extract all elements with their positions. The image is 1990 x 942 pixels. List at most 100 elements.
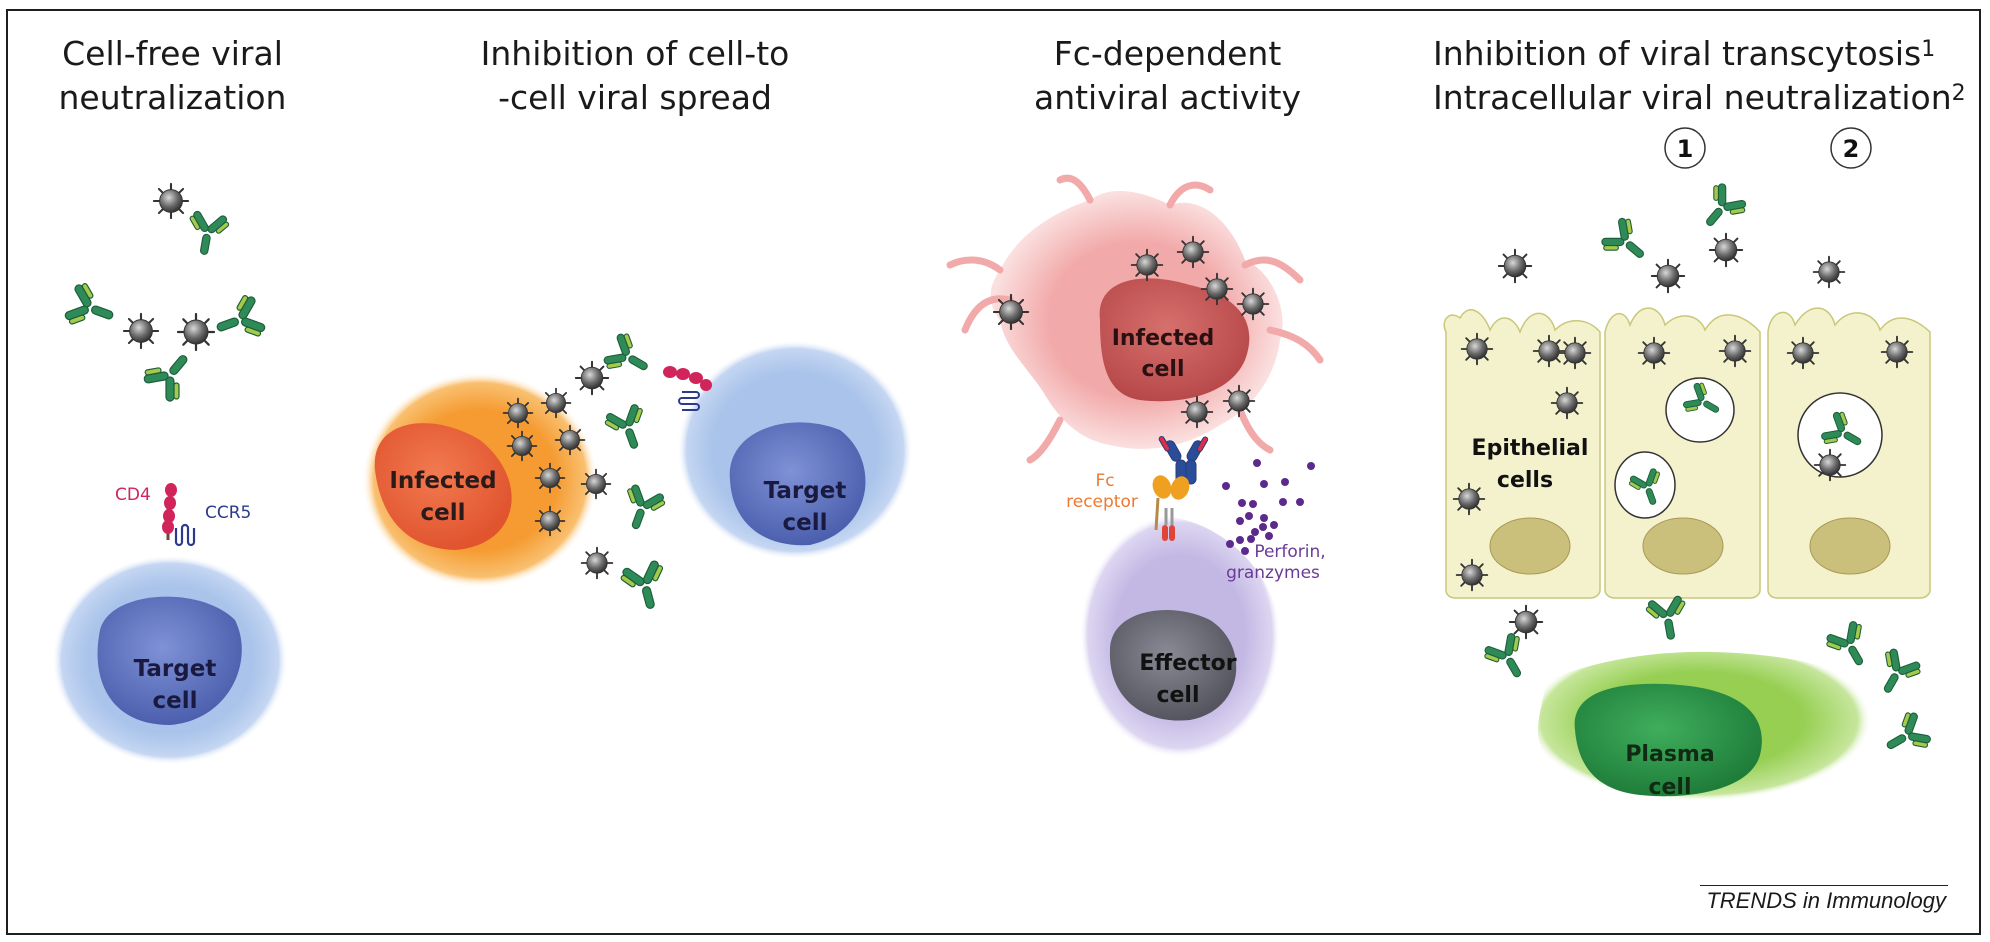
virus-particle: [1813, 448, 1847, 482]
antibody: [1866, 643, 1927, 704]
virus-particle: [580, 468, 612, 500]
cd4-receptor: [663, 366, 712, 391]
perforin-label: Perforin,: [1254, 542, 1325, 562]
virus-particle: [1786, 336, 1820, 370]
virus-particle: [1532, 334, 1566, 368]
antibody: [208, 289, 270, 351]
panel-title-cell-to-cell: Inhibition of cell-to -cell viral spread: [470, 32, 800, 120]
virus-particle: [122, 312, 160, 350]
virus-particle: [1180, 395, 1214, 429]
virus-particle: [1497, 248, 1533, 284]
plasma-cell-label: cell: [1648, 775, 1691, 800]
cd4-label: CD4: [115, 485, 151, 505]
virus-particle: [1176, 235, 1210, 269]
virus-particle: [502, 397, 534, 429]
title-line: Cell-free viral: [62, 34, 283, 73]
epithelial-cell: [1443, 309, 1601, 599]
antibody: [1642, 592, 1694, 644]
infected-cell-label: Infected: [389, 468, 496, 494]
title-line: Inhibition of viral transcytosis1: [1433, 34, 1936, 73]
plasma-cell-label: Plasma: [1625, 742, 1714, 767]
ccr5-receptor: [678, 391, 700, 411]
panel-title-cell-free: Cell-free viral neutralization: [40, 32, 305, 120]
virus-particle: [1637, 336, 1671, 370]
title-line: neutralization: [58, 78, 287, 117]
antibody: [181, 207, 233, 259]
marker-1-circle: [1664, 127, 1706, 169]
virus-particle: [1222, 384, 1256, 418]
credit-rule: [1700, 885, 1948, 886]
panel-title-fc-dependent: Fc-dependent antiviral activity: [1030, 32, 1305, 120]
virus-particle: [992, 293, 1030, 331]
epithelial-cells-label: Epithelial: [1472, 436, 1589, 461]
title-line: Fc-dependent: [1053, 34, 1282, 73]
ccr5-label: CCR5: [205, 503, 251, 523]
infected-cell-label: cell: [420, 500, 465, 526]
infected-cell-protrusions: [946, 174, 1324, 464]
virus-particle: [1880, 335, 1914, 369]
effector-cell-nucleus: [1109, 610, 1237, 721]
antibody: [60, 277, 122, 339]
virus-particle: [1452, 482, 1486, 516]
virus-particle: [534, 505, 566, 537]
target-cell-label: cell: [152, 688, 197, 714]
antibody: [613, 480, 671, 537]
fc-receptor: [1152, 475, 1190, 541]
virus-particle: [1650, 258, 1686, 294]
target-cell-label: Target: [764, 478, 847, 504]
virus-particle: [540, 387, 572, 419]
target-cell-nucleus: [729, 422, 866, 546]
panel-transcytosis: [1443, 127, 1937, 802]
virus-particle: [1508, 604, 1544, 640]
infected-cell-label: cell: [1141, 357, 1184, 382]
infected-cell-label: Infected: [1112, 326, 1215, 351]
virus-particle: [1558, 336, 1592, 370]
virus-particle: [152, 182, 190, 220]
bound-antibody: [1158, 435, 1209, 485]
antibody: [599, 399, 657, 456]
infected-cell-nucleus: [1099, 278, 1250, 402]
perforin-granzyme-granules: [1222, 459, 1315, 555]
cd4-receptor: [162, 483, 177, 540]
virus-particle: [1718, 334, 1752, 368]
figure-frame: [6, 9, 1981, 935]
marker-1-label: 1: [1677, 135, 1694, 163]
virus-particle: [176, 312, 216, 352]
epithelial-cells: [1443, 307, 1931, 599]
title-line: Intracellular viral neutralization2: [1433, 78, 1966, 117]
epithelial-nuclei: [1489, 517, 1891, 575]
virus-particle: [574, 360, 610, 396]
virus-particle: [1130, 248, 1164, 282]
target-cell-label: cell: [782, 510, 827, 536]
virus-particle: [1455, 558, 1489, 592]
plasma-cell-nucleus: [1574, 683, 1762, 797]
virus-particle: [1812, 255, 1846, 289]
panel-title-transcytosis: Inhibition of viral transcytosis1 Intrac…: [1433, 32, 1966, 120]
title-line: Inhibition of cell-to: [480, 34, 790, 73]
marker-2-circle: [1830, 127, 1872, 169]
antibody: [1690, 177, 1753, 240]
marker-2-label: 2: [1843, 135, 1860, 163]
target-cell-label: Target: [134, 656, 217, 682]
antibody: [1820, 615, 1880, 676]
title-line: antiviral activity: [1033, 78, 1302, 117]
virus-particle: [1550, 386, 1584, 420]
target-cell-nucleus: [97, 596, 242, 725]
antibody: [136, 340, 205, 409]
infected-cell-nucleus: [374, 423, 512, 550]
ccr5-receptor: [174, 523, 196, 547]
virus-particle: [1236, 287, 1270, 321]
virus-particle: [1200, 272, 1234, 306]
panel-cell-to-cell: [362, 327, 913, 615]
effector-cell-label: Effector: [1139, 651, 1236, 676]
antibody: [1595, 211, 1658, 274]
virus-particle: [580, 546, 614, 580]
virus-particle: [1460, 332, 1494, 366]
virus-particle: [554, 424, 586, 456]
panel-fc-dependent: [946, 174, 1324, 759]
virus-particle: [506, 430, 538, 462]
title-line: -cell viral spread: [498, 78, 772, 117]
journal-credit: TRENDS in Immunology: [1706, 888, 1946, 913]
fc-receptor-label: receptor: [1066, 492, 1138, 512]
